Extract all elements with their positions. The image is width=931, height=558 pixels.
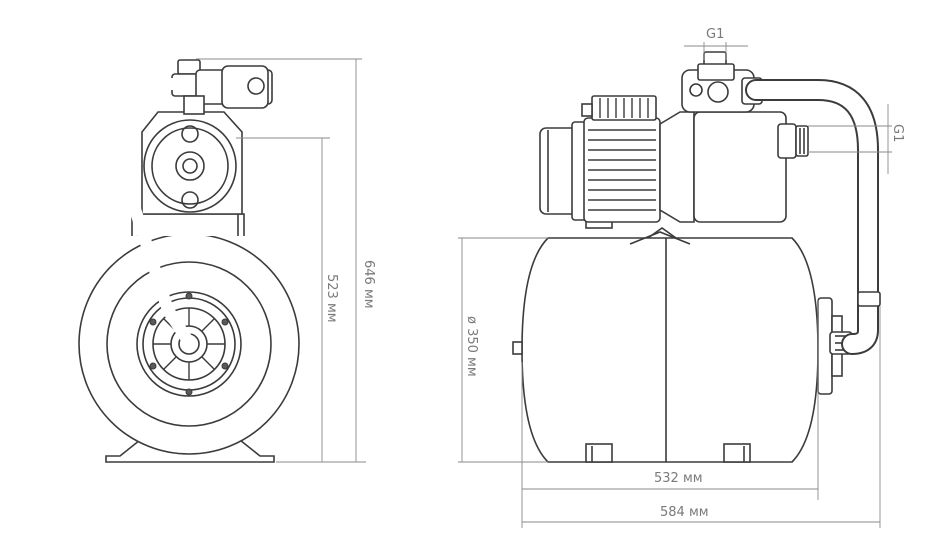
side-pump-housing [659, 111, 809, 223]
front-pump-body [141, 111, 243, 215]
front-dimensions: 646 мм 523 мм [196, 58, 376, 463]
total-length-label: 584 мм [660, 505, 709, 520]
side-tank [512, 237, 819, 463]
outlet-thread-label: G1 [706, 27, 724, 42]
side-dimensions: ø 350 мм 532 мм 584 мм G1 G1 [458, 27, 905, 528]
front-tank-flange [136, 291, 242, 397]
height-tank-label: 523 мм [324, 274, 339, 323]
side-view [512, 51, 881, 463]
front-hose [126, 78, 196, 350]
tank-length-label: 532 мм [654, 471, 703, 486]
front-outlet-fitting [171, 59, 273, 115]
inlet-thread-label: G1 [890, 124, 905, 142]
side-hose [745, 79, 881, 355]
front-view [78, 59, 300, 463]
diameter-label: ø 350 мм [464, 316, 479, 377]
side-inlet-nozzle [795, 125, 809, 157]
height-total-label: 646 мм [361, 260, 376, 309]
front-tank-inner [106, 261, 272, 427]
side-motor [539, 95, 661, 223]
